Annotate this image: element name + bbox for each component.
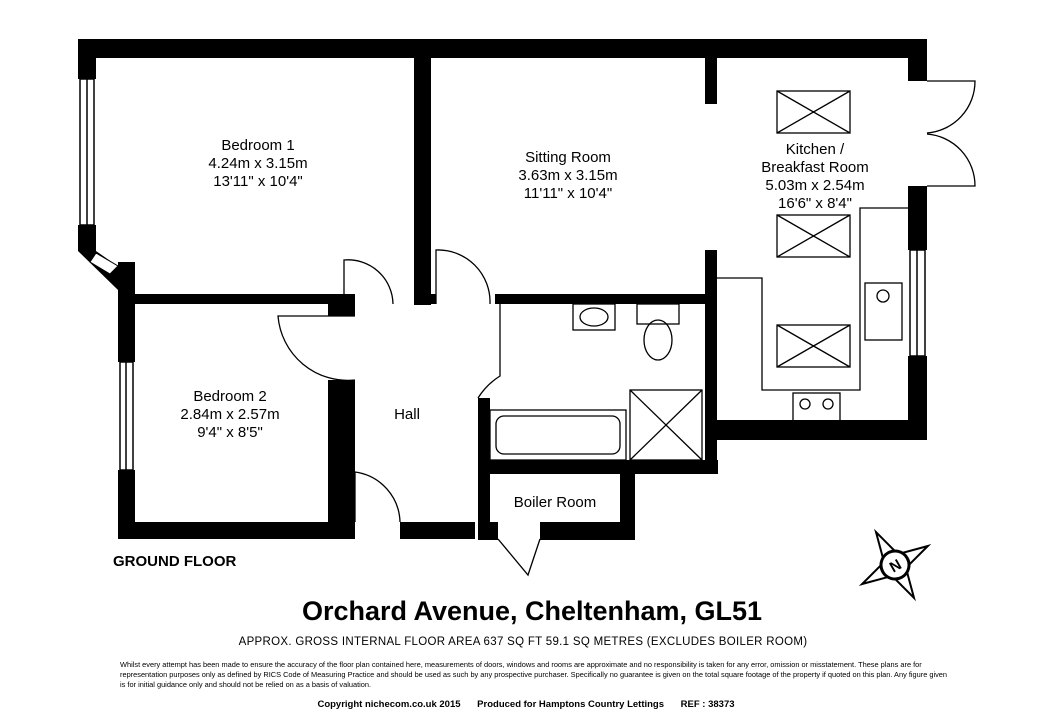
hall-name: Hall bbox=[394, 406, 420, 423]
windows bbox=[79, 78, 926, 471]
bay-window bbox=[89, 252, 119, 275]
kitchen-units bbox=[717, 90, 908, 436]
sitting-room-name: Sitting Room bbox=[525, 149, 611, 166]
bedroom1-metric: 4.24m x 3.15m bbox=[208, 155, 308, 172]
disclaimer-text: Whilst every attempt has been made to en… bbox=[120, 660, 948, 689]
footer-ref: REF : 38373 bbox=[680, 699, 735, 710]
hall-label: Hall bbox=[394, 406, 420, 424]
sitting-room-imperial: 11'11" x 10'4" bbox=[523, 185, 613, 202]
bedroom2-name: Bedroom 2 bbox=[193, 388, 267, 405]
boiler-room-label: Boiler Room bbox=[514, 494, 597, 512]
bedroom2-metric: 2.84m x 2.57m bbox=[180, 406, 280, 423]
footer: Copyright nichecom.co.uk 2015 Produced f… bbox=[317, 699, 748, 710]
sitting-room-label: Sitting Room 3.63m x 3.15m 11'11" x 10'4… bbox=[518, 149, 617, 203]
kitchen-metric: 5.03m x 2.54m bbox=[765, 177, 865, 194]
doors bbox=[277, 80, 976, 577]
kitchen-name-line2: Breakfast Room bbox=[761, 159, 869, 176]
kitchen-label: Kitchen / Breakfast Room 5.03m x 2.54m 1… bbox=[761, 141, 869, 213]
boiler-room-name: Boiler Room bbox=[513, 494, 597, 511]
floor-area-text: APPROX. GROSS INTERNAL FLOOR AREA 637 SQ… bbox=[238, 636, 808, 648]
footer-copyright: Copyright nichecom.co.uk 2015 bbox=[317, 699, 461, 710]
bathroom-fittings bbox=[489, 303, 703, 461]
footer-produced: Produced for Hamptons Country Lettings bbox=[477, 699, 665, 710]
bedroom1-label: Bedroom 1 4.24m x 3.15m 13'11" x 10'4" bbox=[208, 137, 307, 191]
bedroom1-name: Bedroom 1 bbox=[221, 137, 295, 154]
compass-icon bbox=[858, 528, 932, 602]
walls bbox=[78, 39, 927, 540]
bedroom2-imperial: 9'4" x 8'5" bbox=[197, 424, 263, 441]
kitchen-imperial: 16'6" x 8'4" bbox=[778, 195, 852, 212]
kitchen-name-line1: Kitchen / bbox=[785, 141, 845, 158]
floor-label: GROUND FLOOR bbox=[113, 553, 237, 570]
bedroom2-label: Bedroom 2 2.84m x 2.57m 9'4" x 8'5" bbox=[180, 388, 279, 442]
property-title: Orchard Avenue, Cheltenham, GL51 bbox=[301, 596, 763, 626]
bedroom1-imperial: 13'11" x 10'4" bbox=[213, 173, 303, 190]
sitting-room-metric: 3.63m x 3.15m bbox=[518, 167, 618, 184]
